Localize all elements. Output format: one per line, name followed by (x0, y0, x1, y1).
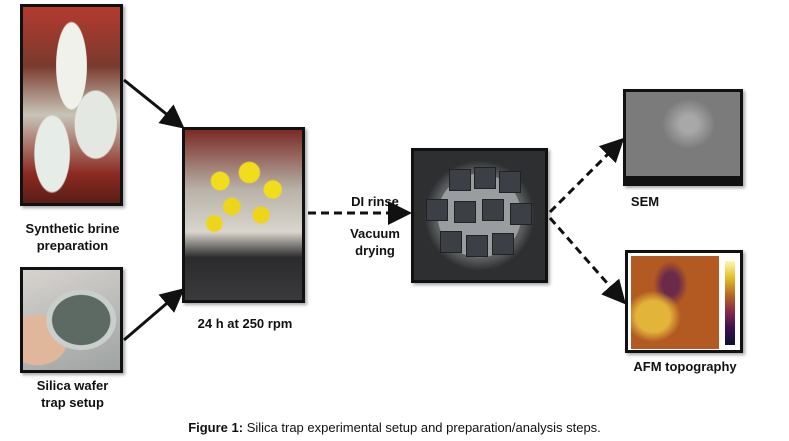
afm-label: AFM topography (633, 359, 737, 374)
wafer-piece (510, 203, 532, 225)
brine-label-line1: Synthetic brine (25, 221, 120, 236)
shaker-photo (182, 127, 305, 303)
wafer-piece (466, 235, 488, 257)
wafer-piece (492, 233, 514, 255)
wafer-label: Silica wafer trap setup (10, 377, 135, 411)
drying-label: Vacuum drying (340, 225, 410, 259)
wafer-piece (440, 231, 462, 253)
wafer-label-line2: trap setup (41, 395, 104, 410)
wafer-label-line1: Silica wafer (36, 378, 109, 393)
wafer-piece (426, 199, 448, 221)
silica-wafer-photo (20, 267, 123, 373)
wafer-piece (454, 201, 476, 223)
wafer-piece (499, 171, 521, 193)
caption-text: Silica trap experimental setup and prepa… (243, 420, 601, 435)
afm-colorbar (725, 261, 735, 345)
drying-label-line2: drying (355, 243, 395, 258)
wafer-piece (482, 199, 504, 221)
sem-image (623, 89, 743, 186)
arrow-to-afm (548, 217, 626, 305)
shaker-label: 24 h at 250 rpm (197, 316, 293, 331)
arrow-to-sem (548, 137, 625, 214)
wafer-piece (474, 167, 496, 189)
afm-topography-map (631, 256, 719, 349)
wafer-piece (449, 169, 471, 191)
brine-label: Synthetic brine preparation (10, 220, 135, 254)
synthetic-brine-photo (20, 4, 123, 206)
drying-label-line1: Vacuum (350, 226, 400, 241)
arrow-wafer-to-shaker (123, 288, 185, 342)
sem-info-bar (626, 176, 740, 183)
arrow-brine-to-shaker (123, 78, 185, 129)
caption-prefix: Figure 1: (188, 420, 244, 435)
sem-label: SEM (630, 194, 660, 209)
brine-label-line2: preparation (36, 238, 109, 253)
figure-caption: Figure 1: Silica trap experimental setup… (0, 420, 789, 435)
afm-image (625, 250, 743, 353)
dried-wafers-photo (411, 148, 548, 283)
rinse-label: DI rinse (351, 194, 399, 209)
